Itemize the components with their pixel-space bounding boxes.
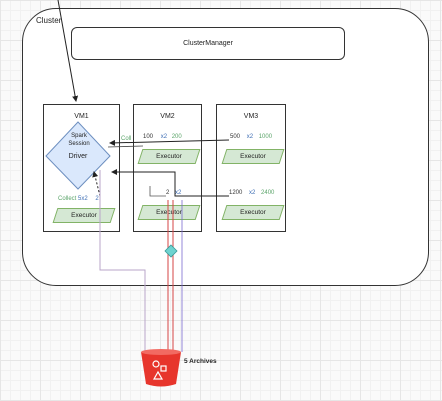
collect-value: 2 [95,196,99,202]
vm2-prefix-label: Coll [121,136,132,142]
vm3-row2-value: 1200 [229,190,243,196]
collect-arrow [92,171,101,197]
vm2-row1: 100 x2 200 [143,134,182,140]
vm2-row2-value: 2 [166,190,170,196]
vm2-row1-result: 200 [171,134,182,140]
vm3-to-driver-line [109,139,230,146]
vm1-executor-label: Executor [71,212,97,219]
vm3-row1-op: x2 [246,134,254,140]
vm3-executor-bottom-label: Executor [240,209,266,216]
row2-to-driver-line [111,169,229,197]
vm3-row2-op: x2 [249,190,256,196]
vm2-executor-bottom[interactable]: Executor [140,205,198,220]
cluster-manager-box[interactable]: ClusterManager [71,27,345,60]
shuffle-marker [164,244,178,258]
cluster-label: Cluster [36,16,62,25]
vm2-row2: 2 x2 [166,190,181,196]
vm2-executor-top[interactable]: Executor [140,149,198,164]
driver-to-storage-line [99,170,146,352]
vm2-row1-op: x2 [160,134,168,140]
vm3-row1: 500 x2 1000 [230,134,272,140]
vm3-row2: 1200 x2 2400 [229,190,274,196]
vm3-row2-result: 2400 [261,190,275,196]
vm1-executor[interactable]: Executor [55,208,113,223]
vm2-row2-link [149,186,166,197]
driver-label-line1: Spark [71,133,87,139]
vm2-executor-top-label: Executor [156,153,182,160]
vm3-executor-bottom[interactable]: Executor [224,205,282,220]
driver-label-line3: Driver [68,153,88,160]
pointer-line [57,0,79,102]
collect-multiplier: 5x2 [78,196,88,202]
driver-label-line2: Session [68,141,90,147]
vm1-collect-row: Collect 5x2 2 [58,196,99,202]
vm1-title: VM1 [74,113,89,120]
vm2-title: VM2 [160,113,175,120]
driver-label[interactable]: Spark Session [64,132,94,148]
vm2-row2-op: x2 [175,190,182,196]
vm3-title: VM3 [243,113,259,120]
vm3-row1-result: 1000 [258,134,273,140]
vm2-executor-bottom-label: Executor [156,209,182,216]
vm2-to-driver-line [107,145,144,148]
cluster-manager-label: ClusterManager [183,40,233,47]
collect-label: Collect [58,196,77,202]
storage-label: 5 Archives [184,358,217,365]
vm3-row1-value: 500 [230,134,241,140]
vm2-row1-value: 100 [143,134,154,140]
vm3-executor-top-label: Executor [240,153,266,160]
vm3-executor-top[interactable]: Executor [224,149,282,164]
